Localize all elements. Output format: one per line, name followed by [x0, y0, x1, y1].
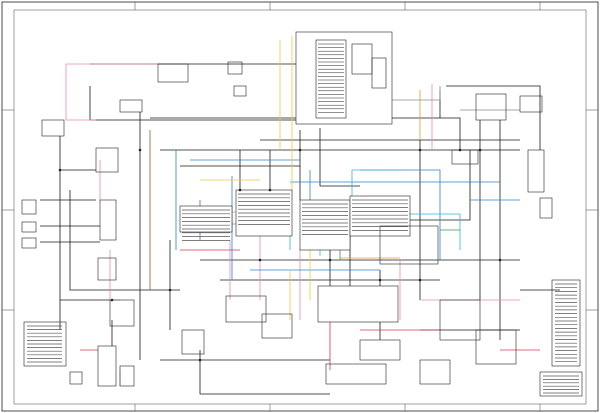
wire-junction-dot	[168, 288, 172, 292]
wire-junction-dot	[498, 258, 502, 262]
wire-junction-dot	[238, 188, 242, 192]
panel-pins	[318, 43, 344, 113]
connector-table-right	[551, 279, 581, 367]
wire-junction-dot	[418, 278, 422, 282]
wire-trace-cyan	[351, 169, 400, 200]
wire-trace-cyan	[400, 213, 461, 250]
wire-junction-dot	[198, 358, 202, 362]
wire-junction-dot	[298, 148, 302, 152]
lower-module-cluster	[181, 285, 517, 385]
ecu-pin-lines	[182, 193, 408, 241]
wire-junction-dot	[378, 278, 382, 282]
ground-stack-bottom-left	[69, 345, 135, 387]
wire-junction-dot	[478, 148, 482, 152]
wire-trace-black	[150, 117, 461, 150]
wire-trace-black	[410, 150, 471, 221]
ecu-block	[179, 189, 439, 265]
sensor-cluster-top-left	[119, 61, 247, 113]
components	[21, 31, 553, 387]
wire-junction-dot	[458, 148, 462, 152]
wire-trace-black	[59, 128, 110, 301]
wire-junction-dot	[110, 298, 114, 302]
wire-color-legend-left	[23, 321, 67, 367]
wire-harness	[40, 36, 560, 395]
wire-trace-black	[89, 86, 300, 121]
wire-trace-black	[446, 85, 541, 150]
right-connector-stack	[451, 93, 553, 219]
fuse-relay-panel	[295, 31, 393, 125]
wire-junction-dot	[328, 258, 332, 262]
wire-junction-dot	[268, 188, 272, 192]
wire-junctions	[58, 148, 502, 362]
wire-junction-dot	[58, 168, 62, 172]
notes-block-bottom-right	[539, 371, 583, 397]
wire-trace-black	[199, 350, 330, 395]
wire-trace-black	[69, 190, 180, 291]
wire-junction-dot	[418, 148, 422, 152]
wire-junction-dot	[138, 148, 142, 152]
left-connector-stack	[21, 119, 135, 327]
wire-trace-pink	[109, 250, 120, 301]
wire-trace-black	[319, 128, 360, 187]
wire-junction-dot	[258, 258, 262, 262]
wire-trace-pink	[65, 64, 96, 121]
